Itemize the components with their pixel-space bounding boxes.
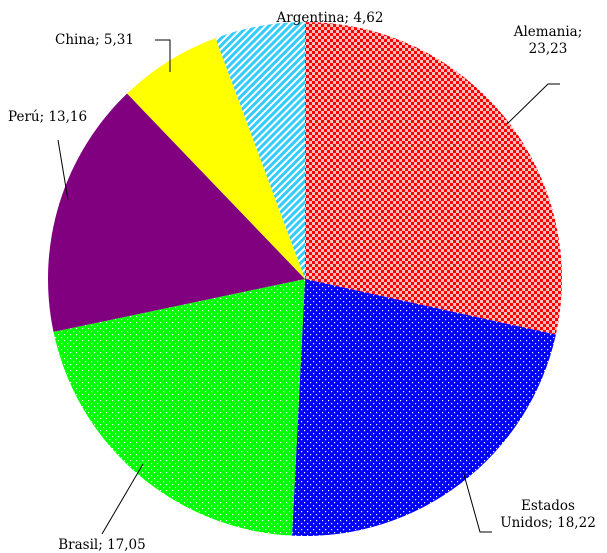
data-label-brasil: Brasil; 17,05 <box>58 537 145 553</box>
pie-slice-brasil <box>53 279 305 536</box>
data-label-alemania: Alemania;23,23 <box>513 24 583 57</box>
data-label-line: Brasil; 17,05 <box>58 537 145 553</box>
data-label-peru: Perú; 13,16 <box>8 109 87 125</box>
leader-line-brasil <box>101 463 144 535</box>
pie-slice-argentina <box>215 22 305 279</box>
pie-slice-estados-unidos <box>292 279 556 536</box>
pie-slices <box>47 22 563 536</box>
data-label-argentina: Argentina; 4,62 <box>276 10 384 26</box>
leader-line-china <box>155 39 171 72</box>
data-label-line: Estados <box>521 498 575 514</box>
pie-slice-alemania <box>305 22 563 335</box>
leader-line-alemania <box>506 83 560 125</box>
data-label-line: China; 5,31 <box>55 32 134 48</box>
data-label-line: 23,23 <box>529 41 568 57</box>
pie-slice-china <box>127 38 305 280</box>
leader-line-estados-unidos <box>462 470 492 533</box>
data-label-china: China; 5,31 <box>55 32 134 48</box>
data-label-line: Unidos; 18,22 <box>500 515 596 531</box>
leader-line-peru <box>57 139 69 201</box>
leader-lines <box>57 39 560 535</box>
data-label-line: Alemania; <box>513 24 583 40</box>
data-label-line: Perú; 13,16 <box>8 109 87 125</box>
pie-slice-peru <box>47 93 305 332</box>
data-label-line: Argentina; 4,62 <box>276 10 384 26</box>
